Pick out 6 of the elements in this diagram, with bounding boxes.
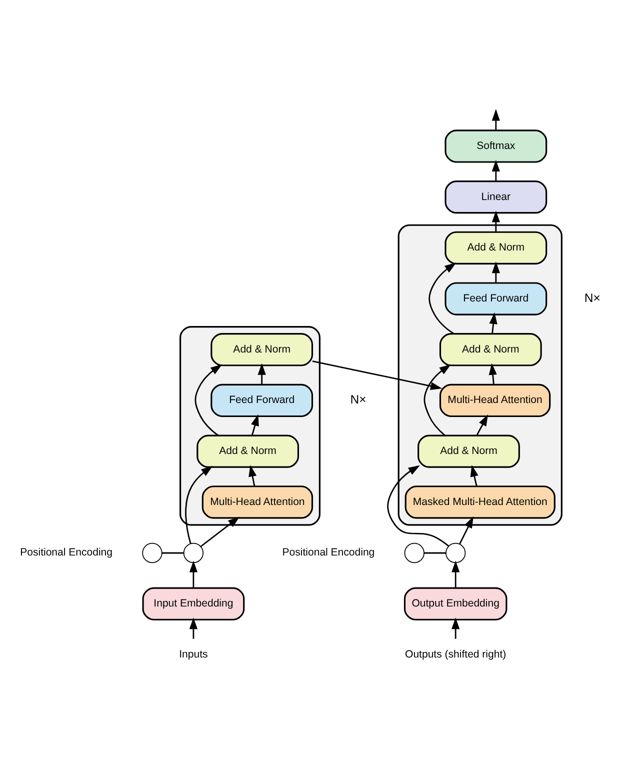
node-text: Outputs (shifted right) <box>405 648 506 660</box>
node-label: Positional Encoding <box>282 546 375 558</box>
node-text: Inputs <box>179 648 208 660</box>
node-label: Positional Encoding <box>20 546 113 558</box>
node-label: N× <box>350 392 366 406</box>
node-label: N× <box>584 290 600 305</box>
